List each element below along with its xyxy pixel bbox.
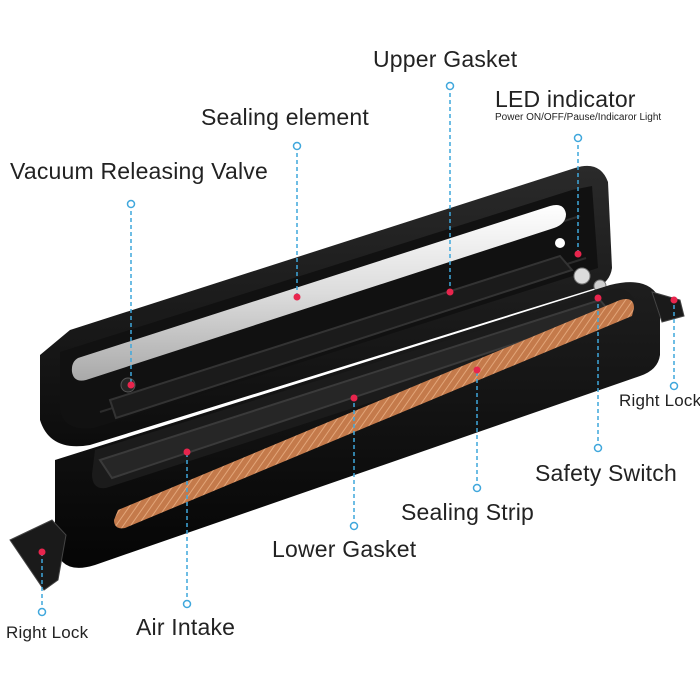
left-lock-shape <box>9 519 67 591</box>
label-safety-switch: Safety Switch <box>535 460 677 486</box>
label-vacuum-releasing-valve: Vacuum Releasing Valve <box>10 158 268 184</box>
label-lower-gasket: Lower Gasket <box>272 536 417 562</box>
lid <box>40 165 612 447</box>
sealing-strip-shape <box>114 299 634 529</box>
label-right-lock-left: Right Lock <box>6 623 89 642</box>
leader-lines <box>41 86 675 612</box>
label-right-lock-right: Right Lock <box>619 391 700 410</box>
label-led-indicator: LED indicator <box>495 86 636 112</box>
part-markers <box>38 250 678 556</box>
label-sealing-strip: Sealing Strip <box>401 499 535 525</box>
label-led-subtitle: Power ON/OFF/Pause/Indicaror Light <box>495 112 662 123</box>
label-upper-gasket: Upper Gasket <box>373 46 518 72</box>
sealing-element-rod <box>71 205 566 381</box>
leader-end-rings <box>37 81 679 617</box>
base <box>55 282 660 568</box>
label-sealing-element: Sealing element <box>201 104 369 130</box>
label-air-intake: Air Intake <box>136 614 236 640</box>
